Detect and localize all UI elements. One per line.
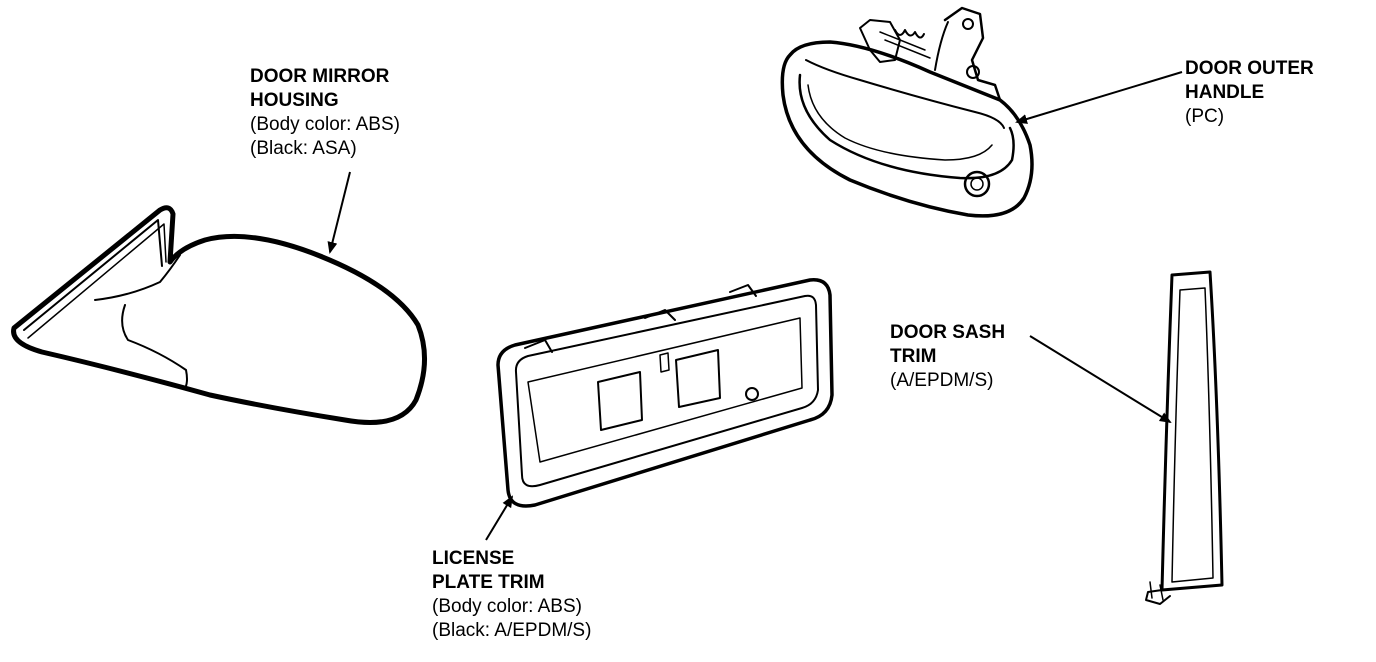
plate-spec-line1: (Body color: ABS) [432,596,582,617]
mirror-leader-arrow [327,172,350,254]
sash-name-line1: DOOR SASH [890,322,1006,343]
license-plate-trim-drawing [498,280,832,506]
handle-name-line1: DOOR OUTER [1185,58,1314,79]
handle-name-line2: HANDLE [1185,82,1265,103]
plate-name-line2: PLATE TRIM [432,572,545,593]
plate-leader-arrow [486,495,514,540]
sash-spec-line1: (A/EPDM/S) [890,370,994,391]
handle-spec-line1: (PC) [1185,106,1225,127]
sash-leader-arrow [1030,336,1172,424]
mirror-spec-line2: (Black: ASA) [250,138,357,159]
plate-spec-line2: (Black: A/EPDM/S) [432,620,592,641]
mirror-name-line1: DOOR MIRROR [250,66,390,87]
mirror-name-line2: HOUSING [250,90,339,111]
door-mirror-housing-drawing [14,208,425,423]
door-mirror-housing-label: DOOR MIRROR HOUSING (Body color: ABS) (B… [250,65,400,161]
plate-name-line1: LICENSE [432,548,515,569]
sash-name-line2: TRIM [890,346,937,367]
handle-leader-arrow [1015,72,1182,124]
door-sash-trim-label: DOOR SASH TRIM (A/EPDM/S) [890,321,1005,393]
mirror-spec-line1: (Body color: ABS) [250,114,400,135]
license-plate-trim-label: LICENSE PLATE TRIM (Body color: ABS) (Bl… [432,547,591,643]
door-sash-trim-drawing [1146,272,1222,604]
door-outer-handle-label: DOOR OUTER HANDLE (PC) [1185,57,1314,129]
leader-arrows [327,72,1182,540]
door-outer-handle-drawing [782,8,1032,216]
